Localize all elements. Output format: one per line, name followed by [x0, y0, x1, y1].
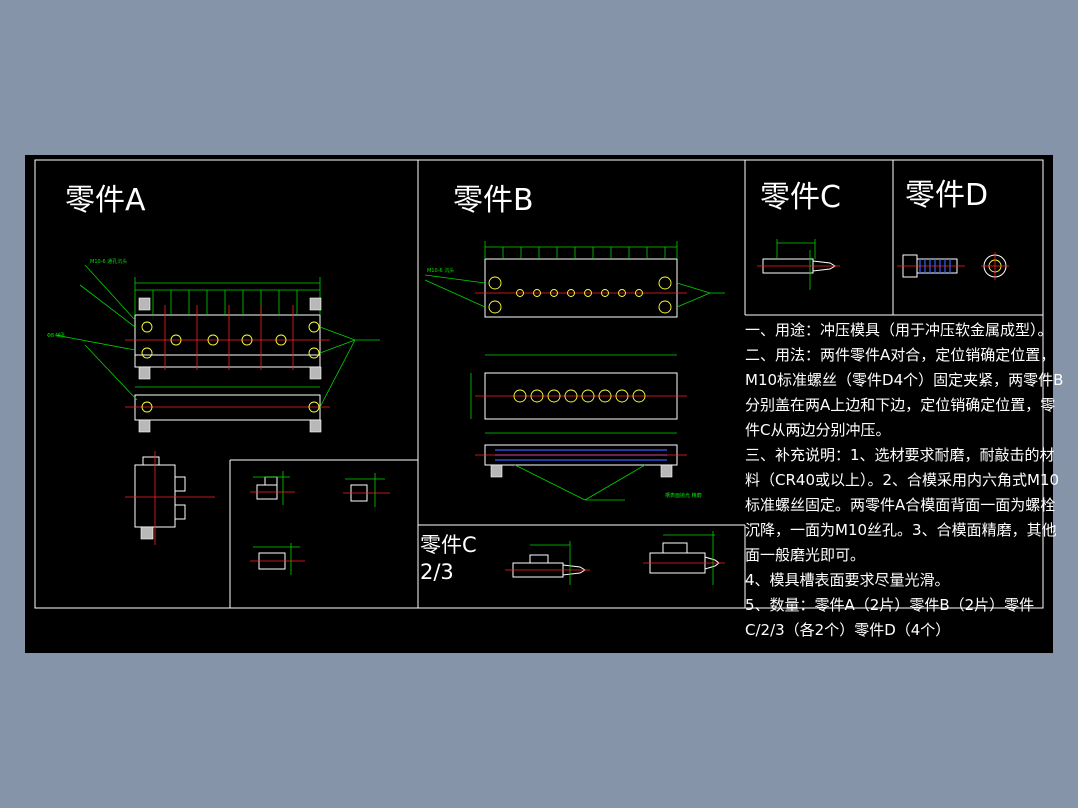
- note-line: 分别盖在两A上边和下边，定位销确定位置，零: [745, 396, 1055, 414]
- note-line: 标准螺丝固定。两零件A合模面背面一面为螺栓: [745, 496, 1055, 514]
- part-c23-title-line1: 零件C: [420, 533, 477, 557]
- note-line: 二、用法：两件零件A对合，定位销确定位置，: [745, 346, 1055, 364]
- svg-text:槽表面抛光 精磨: 槽表面抛光 精磨: [665, 492, 702, 499]
- part-d-title: 零件D: [905, 178, 988, 213]
- part-b-drawing[interactable]: M10-6 沉头 槽表面抛光 精磨: [424, 241, 725, 501]
- note-line: C/2/3（各2个）零件D（4个）: [745, 621, 950, 639]
- note-line: 料（CR40或以上）。2、合模采用内六角式M10: [745, 471, 1059, 489]
- note-line: 件C从两边分别冲压。: [745, 421, 890, 439]
- part-a-drawing[interactable]: M10-6 通孔沉头 Φ8 销孔: [47, 258, 380, 545]
- note-line: M10标准螺丝（零件D4个）固定夹紧，两零件B: [745, 371, 1063, 389]
- part-c23-title-line2: 2/3: [420, 560, 454, 584]
- cad-drawing[interactable]: 零件A 零件B 零件C 零件D 零件C 2/3: [25, 155, 1063, 653]
- svg-text:Φ8 销孔: Φ8 销孔: [47, 332, 66, 339]
- note-line: 沉降，一面为M10丝孔。3、合模面精磨，其他: [745, 521, 1057, 539]
- part-b-title: 零件B: [453, 183, 534, 218]
- technical-notes: 一、用途：冲压模具（用于冲压软金属成型）。 二、用法：两件零件A对合，定位销确定…: [745, 321, 1063, 639]
- part-a-title: 零件A: [65, 183, 146, 218]
- note-line: 一、用途：冲压模具（用于冲压软金属成型）。: [745, 321, 1053, 339]
- svg-text:M10-6 沉头: M10-6 沉头: [427, 267, 454, 274]
- part-d-drawing[interactable]: [897, 252, 1009, 280]
- part-c-title: 零件C: [760, 180, 841, 215]
- note-line: 4、模具槽表面要求尽量光滑。: [745, 571, 950, 589]
- part-c23-drawing[interactable]: [505, 531, 725, 585]
- svg-text:M10-6 通孔沉头: M10-6 通孔沉头: [90, 258, 127, 265]
- note-line: 面一般磨光即可。: [745, 546, 865, 564]
- part-a-detail-views[interactable]: [250, 471, 390, 575]
- drawing-frame: [34, 159, 1044, 609]
- note-line: 三、补充说明：1、选材要求耐磨，耐敲击的材: [745, 446, 1055, 464]
- note-line: 5、数量：零件A（2片）零件B（2片）零件: [745, 596, 1034, 614]
- cad-viewport[interactable]: 零件A 零件B 零件C 零件D 零件C 2/3: [25, 155, 1063, 653]
- part-c-drawing[interactable]: [757, 239, 840, 290]
